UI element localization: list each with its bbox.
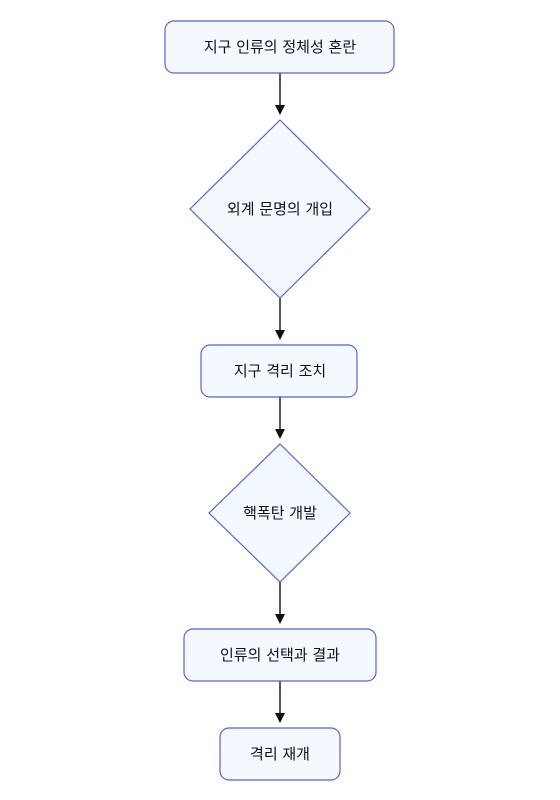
decision-diamond <box>208 443 351 583</box>
node-human-choice[interactable]: 인류의 선택과 결과 <box>183 628 377 682</box>
node-label: 지구 격리 조치 <box>234 362 326 380</box>
node-label: 외계 문명의 개입 <box>227 200 333 218</box>
node-alien-intervention[interactable]: 외계 문명의 개입 <box>189 119 371 299</box>
node-box <box>219 727 341 781</box>
node-quarantine-resume[interactable]: 격리 재개 <box>219 727 341 781</box>
node-earth-quarantine[interactable]: 지구 격리 조치 <box>200 344 358 398</box>
node-label: 지구 인류의 정체성 혼란 <box>204 38 357 56</box>
node-label: 격리 재개 <box>250 745 310 763</box>
node-box <box>164 20 395 74</box>
node-label: 인류의 선택과 결과 <box>220 646 340 664</box>
node-nuke-development[interactable]: 핵폭탄 개발 <box>208 443 351 583</box>
node-label: 핵폭탄 개발 <box>243 504 317 522</box>
node-box <box>183 628 377 682</box>
node-box <box>200 344 358 398</box>
decision-diamond <box>189 119 371 299</box>
node-identity-confusion[interactable]: 지구 인류의 정체성 혼란 <box>164 20 395 74</box>
